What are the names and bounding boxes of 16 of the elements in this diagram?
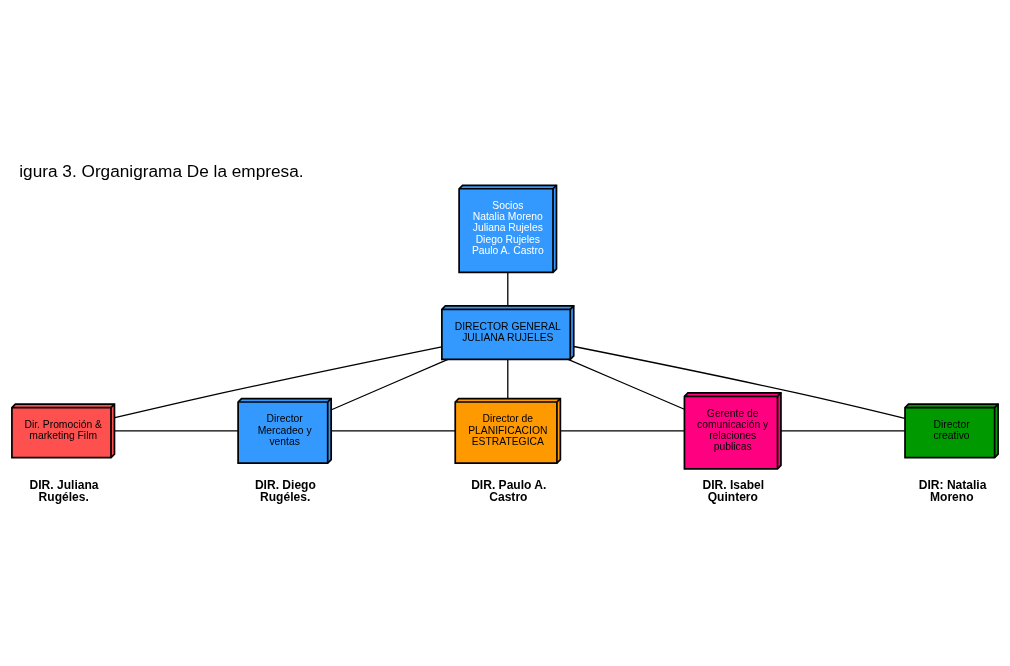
node-label: DIR. Diego Rugéles. bbox=[254, 477, 316, 504]
connector bbox=[559, 429, 685, 431]
node-label: DIR. Isabel Quintero bbox=[702, 477, 765, 504]
connector bbox=[567, 358, 685, 410]
diagram-title: igura 3. Organigrama De la empresa. bbox=[19, 160, 304, 181]
connector bbox=[507, 358, 509, 399]
connector bbox=[114, 345, 443, 418]
node-label: DIR. Paulo A. Castro bbox=[471, 477, 547, 504]
connector bbox=[507, 271, 509, 306]
connector bbox=[780, 429, 906, 431]
node-label: DIR. Juliana Rugéles. bbox=[29, 477, 99, 504]
connector bbox=[573, 345, 906, 419]
connector bbox=[114, 429, 239, 431]
connector bbox=[330, 429, 456, 431]
connector bbox=[330, 358, 449, 410]
node-label: DIR: Natalia Moreno bbox=[918, 477, 987, 504]
